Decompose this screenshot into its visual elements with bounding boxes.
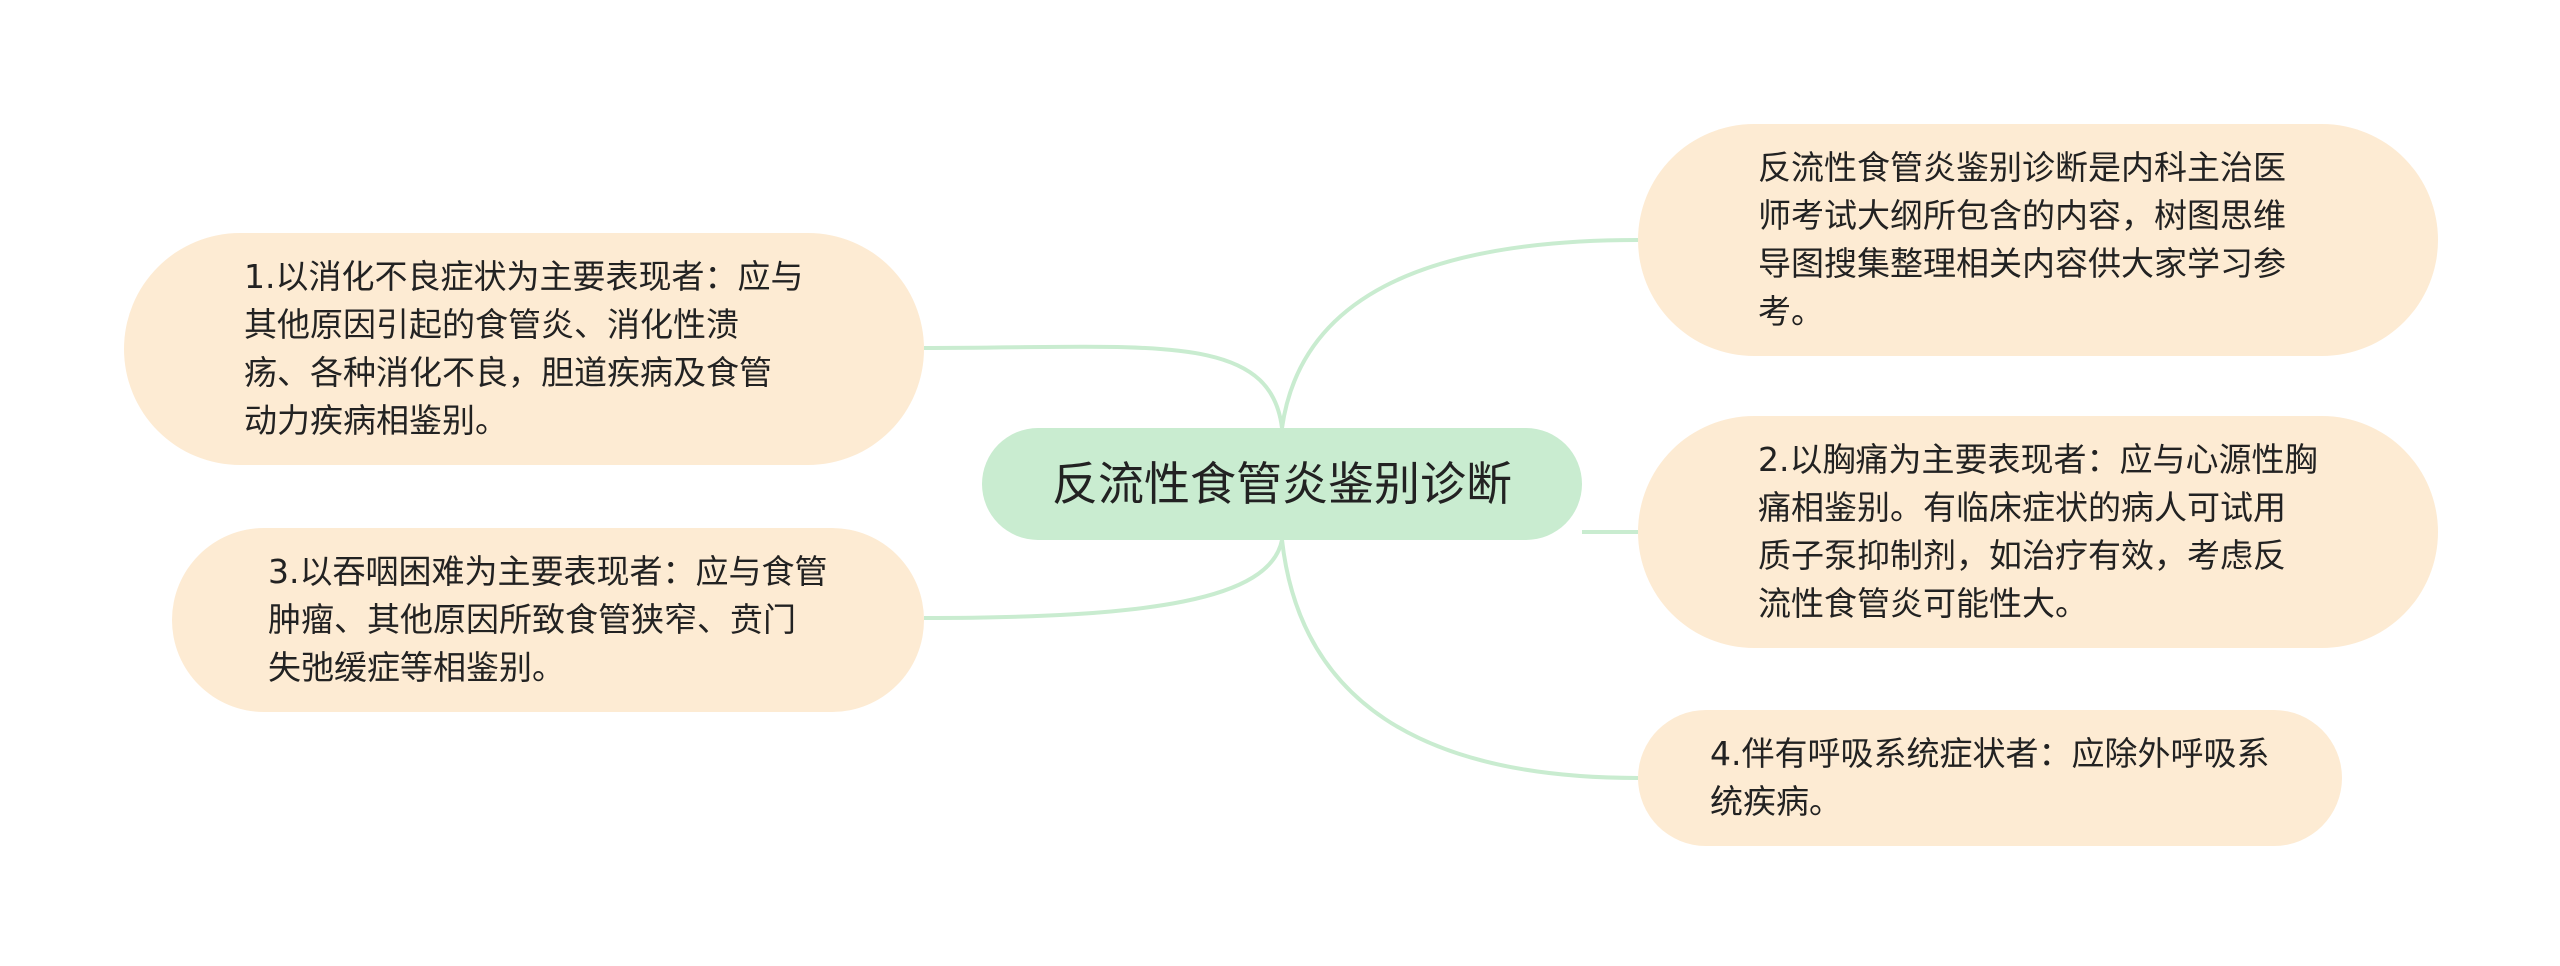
central-topic-label: 反流性食管炎鉴别诊断 xyxy=(1052,457,1512,511)
branch-node-text: 3.以吞咽困难为主要表现者：应与食管肿瘤、其他原因所致食管狭窄、贲门失弛缓症等相… xyxy=(268,552,828,687)
link-center-to-left2 xyxy=(923,539,1284,620)
branch-node-respiratory[interactable]: 4.伴有呼吸系统症状者：应除外呼吸系统疾病。 xyxy=(1638,710,2342,846)
branch-node-text: 4.伴有呼吸系统症状者：应除外呼吸系统疾病。 xyxy=(1710,734,2270,821)
link-center-to-right3 xyxy=(1280,539,1639,780)
branch-node-text: 反流性食管炎鉴别诊断是内科主治医师考试大纲所包含的内容，树图思维导图搜集整理相关… xyxy=(1758,148,2286,331)
branch-node-text: 2.以胸痛为主要表现者：应与心源性胸痛相鉴别。有临床症状的病人可试用质子泵抑制剂… xyxy=(1758,440,2318,623)
link-center-to-right1 xyxy=(1280,238,1639,429)
branch-node-intro[interactable]: 反流性食管炎鉴别诊断是内科主治医师考试大纲所包含的内容，树图思维导图搜集整理相关… xyxy=(1638,124,2438,356)
link-center-to-left1 xyxy=(923,344,1284,429)
central-topic-node[interactable]: 反流性食管炎鉴别诊断 xyxy=(982,428,1582,540)
branch-node-text: 1.以消化不良症状为主要表现者：应与其他原因引起的食管炎、消化性溃疡、各种消化不… xyxy=(244,257,804,440)
branch-node-chest-pain[interactable]: 2.以胸痛为主要表现者：应与心源性胸痛相鉴别。有临床症状的病人可试用质子泵抑制剂… xyxy=(1638,416,2438,648)
branch-node-dysphagia[interactable]: 3.以吞咽困难为主要表现者：应与食管肿瘤、其他原因所致食管狭窄、贲门失弛缓症等相… xyxy=(172,528,924,712)
branch-node-dyspepsia[interactable]: 1.以消化不良症状为主要表现者：应与其他原因引起的食管炎、消化性溃疡、各种消化不… xyxy=(124,233,924,465)
